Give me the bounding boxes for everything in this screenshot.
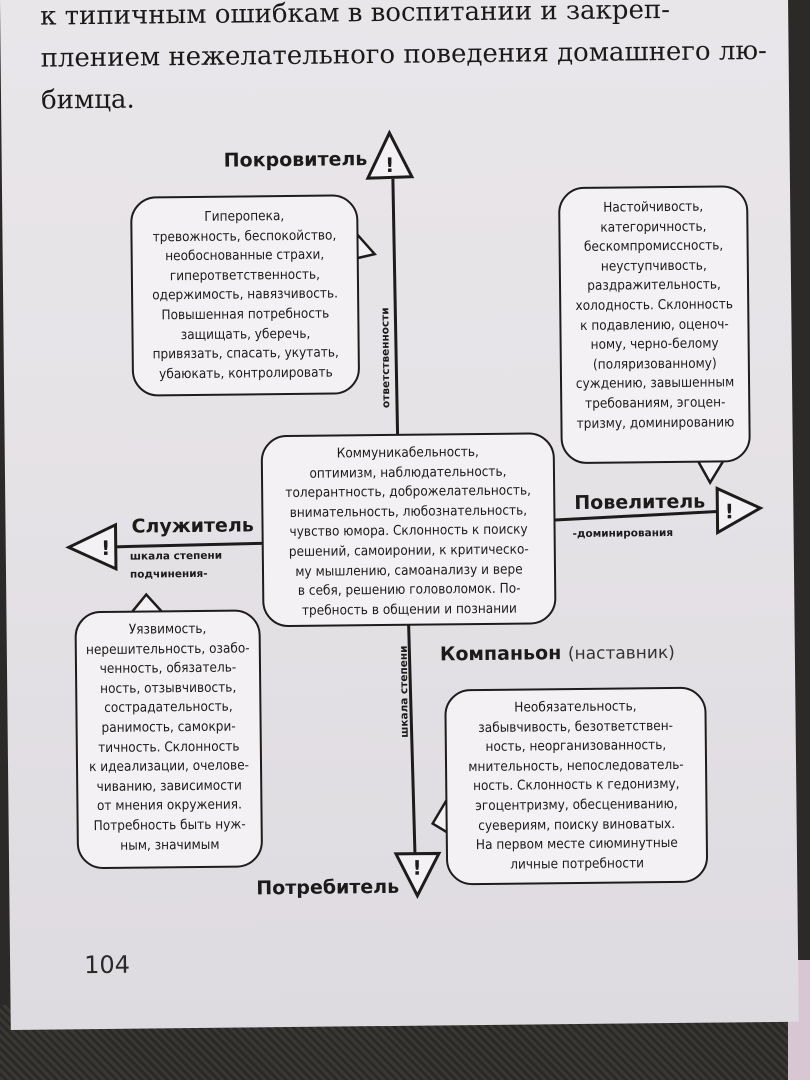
bubble-companion-line: толерантность, доброжелательность, xyxy=(285,482,532,502)
axis-label-scale-bottom: шкала степени xyxy=(397,645,411,738)
bubble-consumer: Необязательность, забывчивость, безответ… xyxy=(444,686,709,886)
bubble-patron-line: гиперответственность, xyxy=(169,266,321,285)
bubble-patron: Гиперопека, тревожность, беспокойство, н… xyxy=(130,194,361,397)
bubble-ruler-line: холодность. Склонность xyxy=(575,296,734,314)
bubble-ruler-line: (поляризованному) xyxy=(592,355,717,373)
bubble-consumer-line: На первом месте сиюминутные xyxy=(475,835,678,854)
bubble-patron-line: Повышенная потребность xyxy=(161,305,330,324)
horizontal-axis-left xyxy=(115,541,268,549)
warning-triangle-left xyxy=(65,522,118,572)
bubble-patron-line: одержимость, навязчивость. xyxy=(152,285,339,304)
bubble-ruler-line: ному, черно-белому xyxy=(590,335,719,353)
bubble-servant-line: Уязвимость, xyxy=(128,620,207,638)
bubble-ruler-line: бескомпромиссность, xyxy=(583,237,724,256)
bubble-patron-line: защищать, уберечь, xyxy=(180,325,311,343)
bubble-patron-line: убаюкать, контролировать xyxy=(159,364,333,383)
bubble-ruler-line: Настойчивость, xyxy=(603,198,704,216)
warning-triangle-top xyxy=(365,129,415,180)
bubble-consumer-line: Необязательность, xyxy=(514,698,637,716)
bubble-servant-line: Потребность быть нуж- xyxy=(93,816,246,835)
bubble-companion: Коммуникабельность, оптимизм, наблюдател… xyxy=(260,432,557,628)
warning-icon-top: ! xyxy=(385,153,394,177)
bubble-patron-line: тревожность, беспокойство, xyxy=(152,227,337,246)
bubble-ruler-line: категоричность, xyxy=(600,218,707,236)
bubble-ruler-line: требованиям, эгоцен- xyxy=(585,394,726,412)
bubble-ruler-line: неуступчивость, xyxy=(600,257,707,275)
bubble-consumer-line: личные потребности xyxy=(510,855,645,873)
bubble-servant-line: ченность, обязатель- xyxy=(99,659,237,678)
warning-triangle-right xyxy=(715,486,764,536)
bubble-consumer-line: ность, неорганизованность, xyxy=(485,737,667,756)
role-ruler: Повелитель xyxy=(574,490,706,515)
bubble-servant-line: к идеализации, очелове- xyxy=(88,757,250,776)
bubble-ruler: Настойчивость, категоричность, бескомпро… xyxy=(557,185,751,465)
bubble-servant-line: тичность. Склонность xyxy=(98,738,240,756)
bubble-consumer-line: суевериям, поиску виноватых. xyxy=(478,815,676,834)
page-number: 104 xyxy=(83,950,131,980)
bubble-ruler-line: суждению, завышенным xyxy=(575,374,735,393)
bubble-companion-line: в себя, решению головоломок. По- xyxy=(297,580,521,600)
bubble-servant-line: ность, отзывчивость, xyxy=(100,679,237,697)
bubble-companion-line: требность в общении и познании xyxy=(301,600,517,619)
vertical-axis-top xyxy=(391,178,400,436)
bubble-servant-line: чиванию, зависимости xyxy=(96,777,242,795)
bubble-companion-line: решений, самоиронии, к критическо- xyxy=(288,541,529,560)
bubble-consumer-line: забывчивость, безответствен- xyxy=(478,717,674,736)
bubble-patron-line: необоснованные страхи, xyxy=(165,246,325,265)
axis-label-submission-2: подчинения- xyxy=(129,567,208,581)
bubble-patron-line: Гиперопека, xyxy=(204,208,285,225)
bubble-servant-line: ным, значимым xyxy=(120,836,220,854)
role-consumer: Потребитель xyxy=(256,875,400,900)
axis-label-responsibility: ответственности xyxy=(379,307,393,409)
book-page: к типичным ошибкам в воспитании и закреп… xyxy=(0,0,799,1030)
role-patron: Покровитель xyxy=(223,148,368,172)
role-companion: Компаньон (наставник) xyxy=(440,641,675,665)
bubble-servant-line: от мнения окружения. xyxy=(96,796,243,815)
bubble-consumer-line: эгоцентризму, обесцениванию, xyxy=(475,795,678,815)
axes-diagram: ! ! ! ! xyxy=(65,129,764,899)
bubble-servant-line: ранимость, самокри- xyxy=(101,718,236,736)
bubble-patron-line: привязать, спасать, укутать, xyxy=(152,344,339,363)
warning-triangle-bottom xyxy=(393,851,442,899)
vertical-axis-bottom xyxy=(407,620,417,854)
axis-label-domination: -доминирования xyxy=(572,526,674,541)
horizontal-axis-right xyxy=(550,510,718,522)
bubble-consumer-line: мнительность, непоследователь- xyxy=(468,756,684,775)
warning-icon-right: ! xyxy=(725,499,734,523)
bubble-ruler-line: раздражительность, xyxy=(587,276,721,295)
warning-icon-left: ! xyxy=(101,536,110,560)
role-companion-sub: (наставник) xyxy=(567,642,675,665)
bubble-consumer-line: ность. Склонность к гедонизму, xyxy=(472,776,680,795)
bubble-ruler-line: к подавлению, оценоч- xyxy=(580,315,729,334)
axis-label-submission-1: шкала степени xyxy=(129,549,223,563)
bubble-servant-line: сострадательность, xyxy=(104,698,233,717)
warning-icon-bottom: ! xyxy=(412,856,421,880)
role-servant: Служитель xyxy=(131,514,254,538)
bubble-ruler-line: тризму, доминированию xyxy=(576,413,735,432)
role-companion-name: Компаньон xyxy=(439,642,562,666)
bubble-servant-line: нерешительность, озабо- xyxy=(85,640,250,658)
bubble-servant: Уязвимость, нерешительность, озабо- ченн… xyxy=(74,609,264,870)
